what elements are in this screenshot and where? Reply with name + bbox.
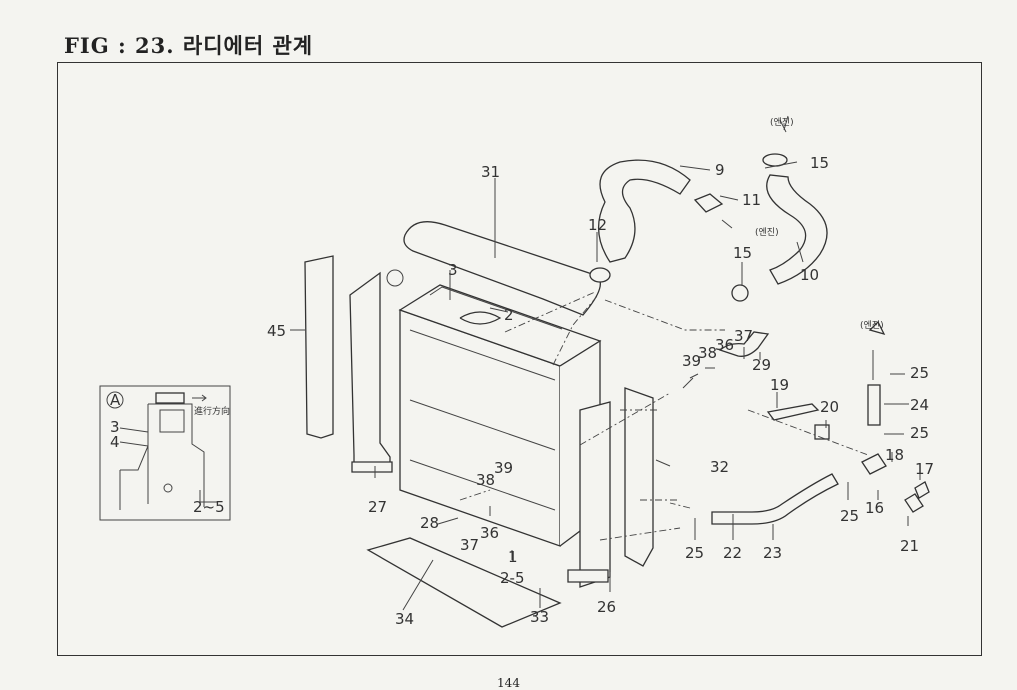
inset-direction-text: 進行方向 (194, 405, 230, 417)
inset-label-3: 3 (110, 418, 120, 436)
callout-31: 31 (481, 163, 500, 181)
inset-label-4: 4 (110, 433, 120, 451)
callout-18: 18 (885, 446, 904, 464)
engine-label-top: (엔진) (770, 117, 794, 128)
upper-hose (597, 159, 691, 263)
page-number: 144 (497, 676, 520, 690)
callout-45: 45 (267, 322, 286, 340)
callout-33: 33 (530, 608, 549, 626)
callout-22: 22 (723, 544, 742, 562)
side-bracket-left (349, 271, 391, 468)
callout-39-right: 39 (682, 352, 701, 370)
callout-36-left: 36 (480, 524, 499, 542)
callout-15-mid: 15 (733, 244, 752, 262)
side-panel-left (304, 255, 334, 439)
side-panel-right (624, 387, 654, 567)
callout-11: 11 (742, 191, 761, 209)
callout-17: 17 (915, 460, 934, 478)
callout-34: 34 (395, 610, 414, 628)
inset-marker: A (110, 391, 121, 409)
callout-19: 19 (770, 376, 789, 394)
bottom-seal (366, 537, 562, 628)
callout-20: 20 (820, 398, 839, 416)
callout-26: 26 (597, 598, 616, 616)
overflow-tube (867, 384, 881, 426)
callout-1: 1 (508, 548, 518, 566)
callout-36-right: 36 (715, 336, 734, 354)
callout-27: 27 (368, 498, 387, 516)
figure-title: FIG : 23. 라디에터 관계 (64, 33, 314, 58)
radiator-core (386, 269, 602, 547)
engine-label-right: (엔진) (860, 320, 884, 331)
callout-28: 28 (420, 514, 439, 532)
drain-hose (711, 473, 839, 525)
callout-2-5: 2-5 (500, 569, 525, 587)
callout-10: 10 (800, 266, 819, 284)
callout-16: 16 (865, 499, 884, 517)
top-shroud (403, 221, 601, 316)
inset-label-2-5: 2~5 (193, 498, 225, 516)
callout-25-top: 25 (910, 364, 929, 382)
callout-21: 21 (900, 537, 919, 555)
callout-2: 2 (504, 306, 514, 324)
side-bracket-right (579, 401, 611, 588)
callout-24: 24 (910, 396, 929, 414)
callout-37-right: 37 (734, 327, 753, 345)
callout-15-top: 15 (810, 154, 829, 172)
callout-25-mid: 25 (910, 424, 929, 442)
detail-inset: A 進行方向 3 4 2~5 (99, 385, 231, 521)
callout-29: 29 (752, 356, 771, 374)
lower-upper-hose (766, 174, 828, 285)
drain-cock-lever (766, 403, 820, 421)
callout-37-left: 37 (460, 536, 479, 554)
callout-25-right: 25 (840, 507, 859, 525)
callout-23: 23 (763, 544, 782, 562)
diagram-frame (57, 62, 982, 656)
callout-38-right: 38 (698, 344, 717, 362)
callout-39-left: 39 (494, 459, 513, 477)
engine-label-mid: (엔진) (755, 227, 779, 238)
callout-3: 3 (448, 261, 458, 279)
callout-9: 9 (715, 161, 725, 179)
drain-plug-assembly (718, 331, 770, 357)
callout-32: 32 (710, 458, 729, 476)
callout-38-left: 38 (476, 471, 495, 489)
callout-12: 12 (588, 216, 607, 234)
callout-25-bottom: 25 (685, 544, 704, 562)
